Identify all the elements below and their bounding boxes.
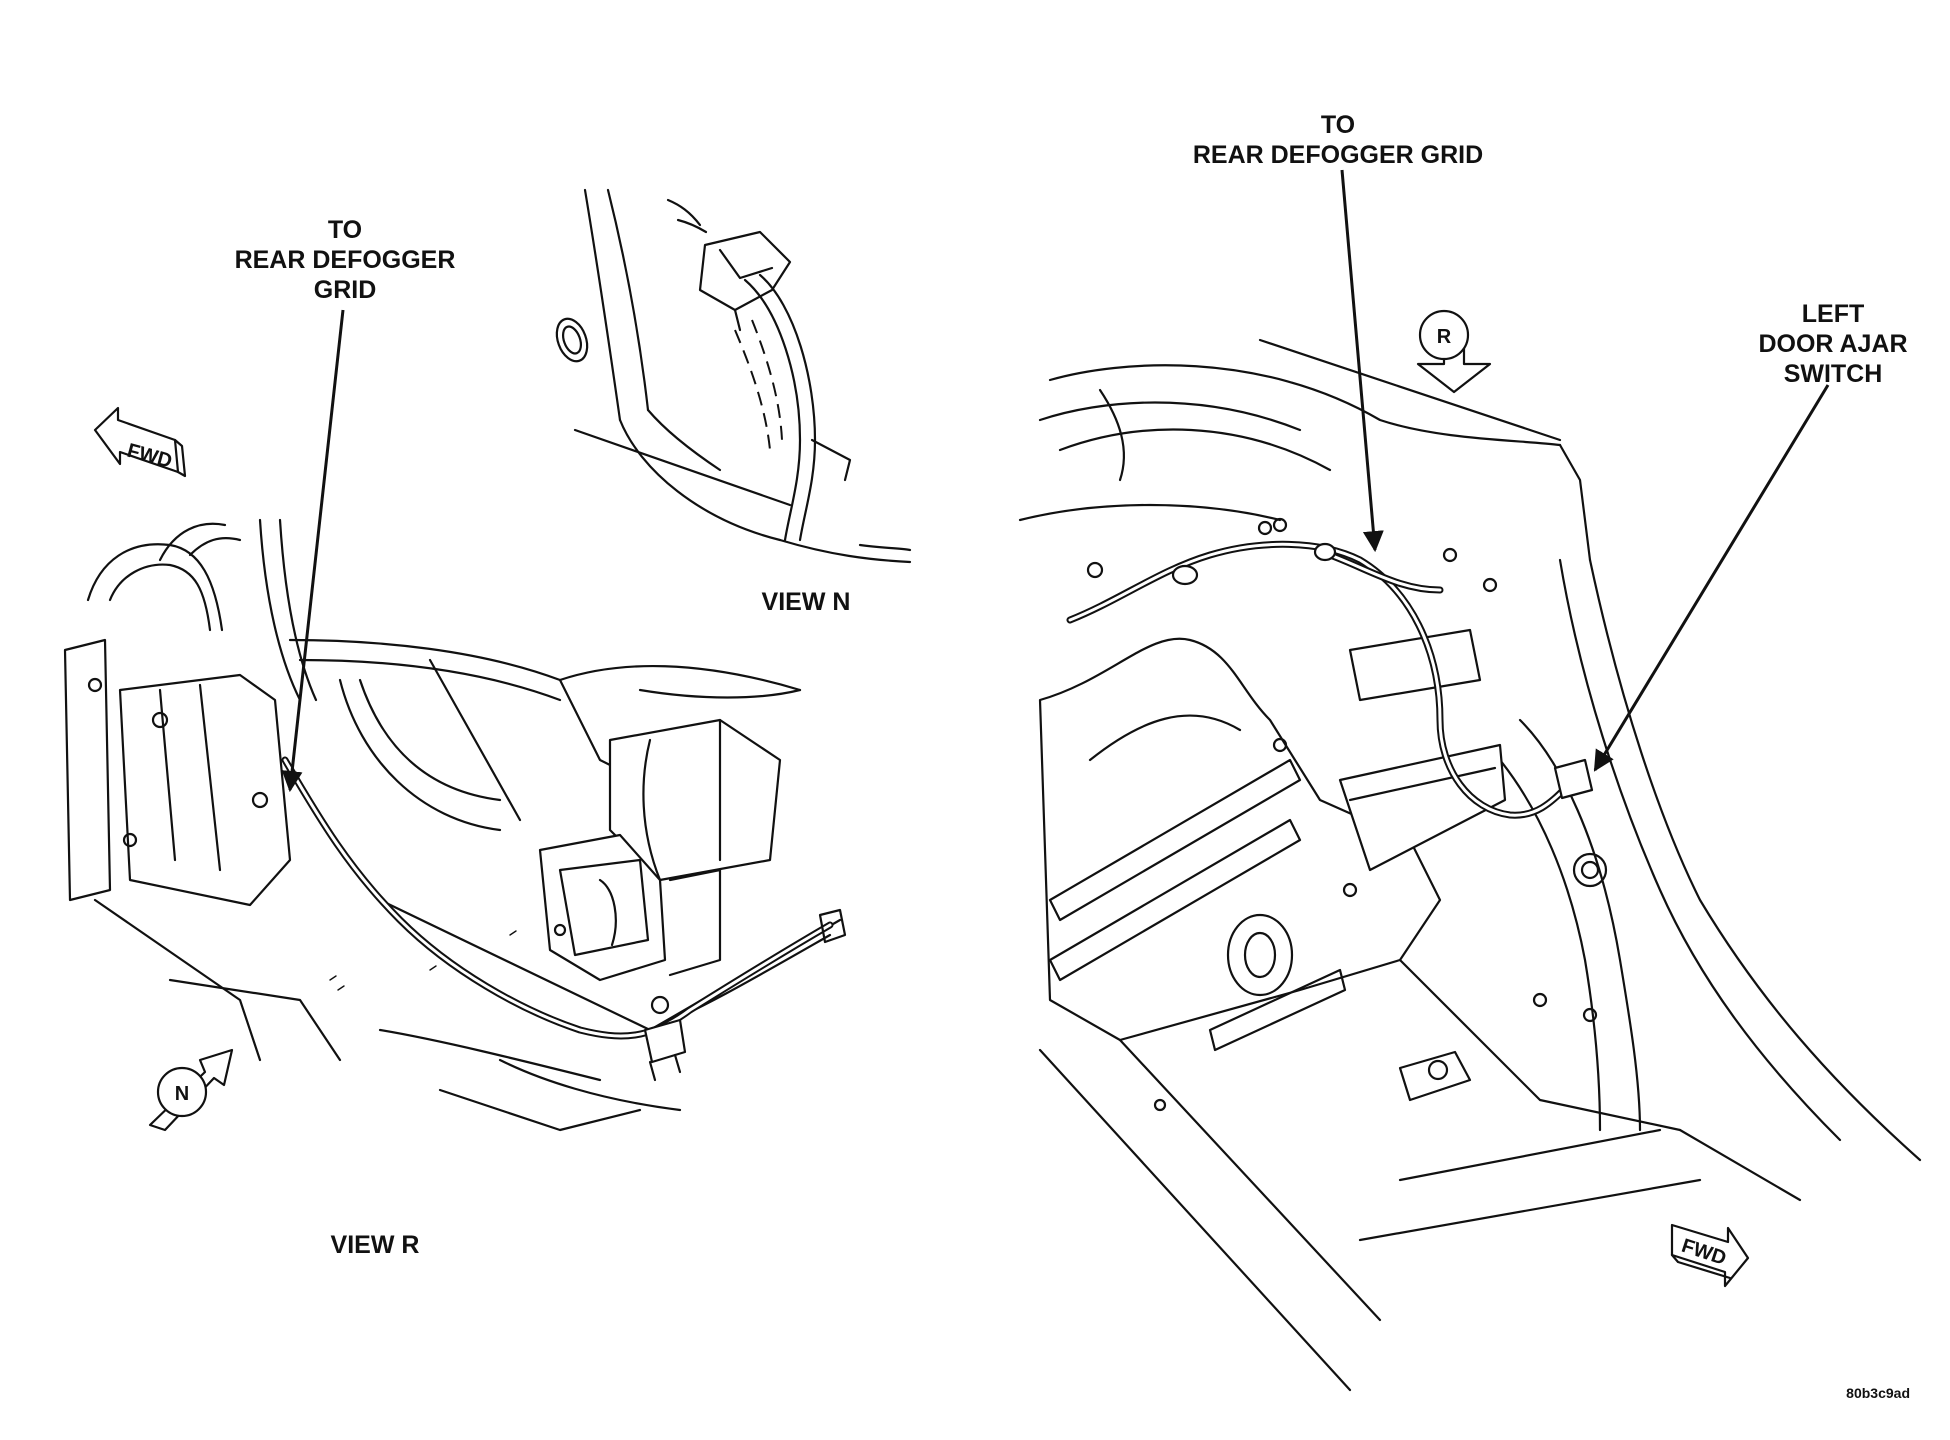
view-r-caption: VIEW R <box>331 1231 420 1259</box>
view-r-drawing <box>63 518 847 1132</box>
view-marker-r: R <box>1416 309 1492 394</box>
door-switch-line-1: LEFT <box>1802 300 1865 328</box>
view-n-caption: VIEW N <box>762 588 851 616</box>
leader-door-switch <box>1593 384 1830 772</box>
door-switch-line-3: SWITCH <box>1784 360 1883 388</box>
door-switch-line-2: DOOR AJAR <box>1758 330 1907 358</box>
leader-right-defogger <box>1340 169 1384 553</box>
left-defogger-line-2: REAR DEFOGGER <box>235 246 456 274</box>
marker-n-letter: N <box>175 1083 189 1105</box>
fwd-arrow-left: FWD <box>93 406 187 478</box>
view-marker-n: N <box>148 1048 234 1132</box>
leader-left-defogger <box>281 309 345 793</box>
view-n-drawing <box>555 188 912 564</box>
right-defogger-line-2: REAR DEFOGGER GRID <box>1193 141 1483 169</box>
marker-r-letter: R <box>1437 326 1452 348</box>
fwd-arrow-right: FWD <box>1670 1223 1750 1288</box>
right-defogger-line-1: TO <box>1321 111 1355 139</box>
left-defogger-line-1: TO <box>328 216 362 244</box>
left-defogger-line-3: GRID <box>314 276 377 304</box>
figure-code: 80b3c9ad <box>1846 1385 1910 1401</box>
rear-quarter-drawing <box>1018 338 1922 1392</box>
